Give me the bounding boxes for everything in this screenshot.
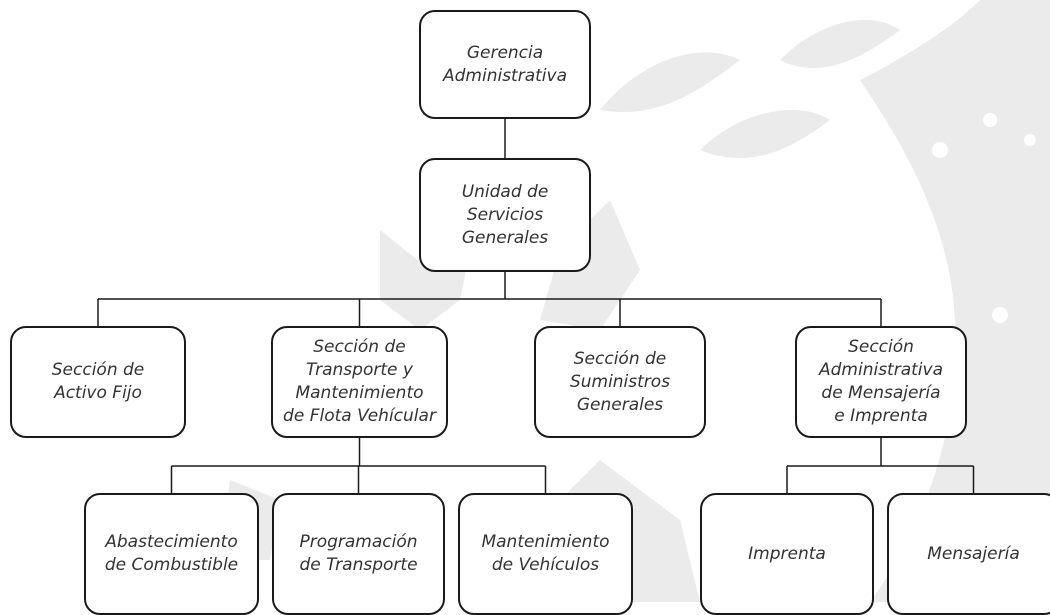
seccion-mensajeria-imprenta-box: Sección Administrativa de Mensajería e I… [795,326,967,438]
connector-lines [97,119,975,493]
node-label: Sección Administrativa de Mensajería e I… [819,337,943,426]
seccion-transporte-flota-box: Sección de Transporte y Mantenimiento de… [271,326,448,438]
node-label: Unidad de Servicios Generales [461,181,549,248]
imprenta-box: Imprenta [700,493,874,615]
unidad-servicios-generales-box: Unidad de Servicios Generales [419,158,591,272]
node-label: Sección de Suministros Generales [569,348,671,415]
watermark-emblem [220,0,1050,602]
node-label: Abastecimiento de Combustible [104,532,239,575]
node-label: Mantenimiento de Vehículos [481,532,610,575]
node-label: Gerencia Administrativa [443,42,567,86]
mantenimiento-vehiculos-box: Mantenimiento de Vehículos [458,493,633,615]
seccion-activo-fijo-box: Sección de Activo Fijo [10,326,186,438]
gerencia-administrativa-box: Gerencia Administrativa [419,10,591,119]
node-label: Sección de Activo Fijo [51,360,145,403]
node-label: Sección de Transporte y Mantenimiento de… [283,337,436,426]
programacion-transporte-box: Programación de Transporte [272,493,445,615]
node-label: Mensajería [927,543,1020,564]
org-chart: Gerencia Administrativa Unidad de Servic… [10,0,1050,615]
mensajeria-box: Mensajería [887,493,1050,615]
seccion-suministros-generales-box: Sección de Suministros Generales [534,326,706,438]
node-label: Imprenta [748,543,826,564]
abastecimiento-combustible-box: Abastecimiento de Combustible [84,493,259,615]
node-label: Programación de Transporte [299,532,418,575]
